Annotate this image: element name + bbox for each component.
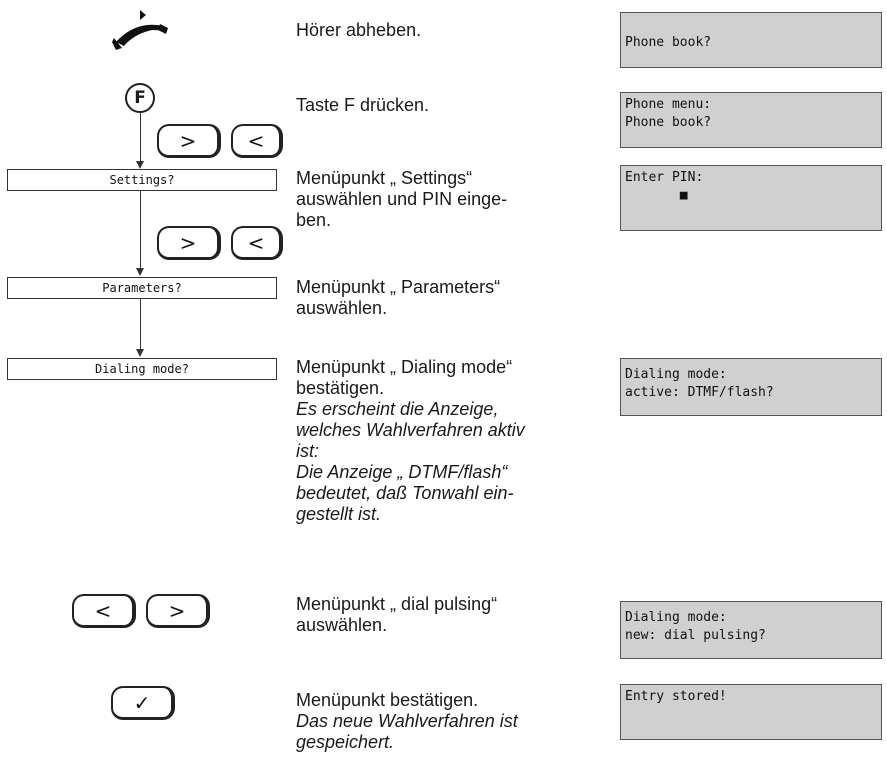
- italic-line: ist:: [296, 441, 320, 461]
- text-line: bestätigen.: [296, 378, 385, 398]
- display-line: active: DTMF/flash?: [625, 385, 774, 400]
- italic-line: gespeichert.: [296, 732, 395, 752]
- display-line: Dialing mode:: [625, 610, 727, 625]
- step-confirm-text: Menüpunkt bestätigen. Das neue Wahlverfa…: [296, 690, 596, 753]
- menu-item-parameters: Parameters?: [7, 277, 277, 299]
- text-line: auswählen und PIN einge-: [296, 189, 508, 209]
- flow-line: [140, 299, 141, 351]
- previous-key[interactable]: <: [72, 594, 136, 628]
- display-line: Entry stored!: [625, 689, 727, 704]
- italic-line: gestellt ist.: [296, 504, 382, 524]
- flow-arrowhead: [136, 161, 144, 169]
- italic-line: welches Wahlverfahren aktiv: [296, 420, 525, 440]
- text-line: ben.: [296, 210, 332, 230]
- italic-line: Es erscheint die Anzeige,: [296, 399, 499, 419]
- display-pulse: Dialing mode: new: dial pulsing?: [620, 601, 882, 659]
- step-pulse-text: Menüpunkt „ dial pulsing“ auswählen.: [296, 594, 596, 636]
- step-press-f-text: Taste F drücken.: [296, 95, 430, 115]
- step-dialing-text: Menüpunkt „ Dialing mode“ bestätigen. Es…: [296, 357, 596, 525]
- f-key[interactable]: F: [125, 83, 155, 113]
- step-parameters-text: Menüpunkt „ Parameters“ auswählen.: [296, 277, 596, 319]
- italic-line: Die Anzeige „ DTMF/flash“: [296, 462, 508, 482]
- step-lift-text: Hörer abheben.: [296, 20, 422, 40]
- display-line: Phone book?: [625, 35, 712, 50]
- display-dialing: Dialing mode: active: DTMF/flash?: [620, 358, 882, 416]
- flow-arrowhead: [136, 268, 144, 276]
- text-line: Menüpunkt „ Dialing mode“: [296, 357, 513, 377]
- previous-key[interactable]: <: [231, 226, 283, 260]
- step-settings-text: Menüpunkt „ Settings“ auswählen und PIN …: [296, 168, 596, 231]
- display-line: Phone menu:: [625, 97, 712, 112]
- display-line: Enter PIN:: [625, 170, 704, 185]
- text-line: auswählen.: [296, 615, 388, 635]
- previous-key[interactable]: <: [231, 124, 283, 158]
- italic-line: Das neue Wahlverfahren ist: [296, 711, 518, 731]
- flow-line: [140, 191, 141, 271]
- display-line: Phone book?: [625, 115, 712, 130]
- confirm-key[interactable]: ✓: [111, 686, 175, 720]
- next-key[interactable]: >: [146, 594, 210, 628]
- display-line: ■: [625, 188, 688, 203]
- display-settings: Enter PIN: ■: [620, 165, 882, 231]
- handset-icon: [112, 10, 168, 50]
- text-line: Menüpunkt „ Settings“: [296, 168, 473, 188]
- display-lift: Phone book?: [620, 12, 882, 68]
- display-line: Dialing mode:: [625, 367, 727, 382]
- menu-item-settings: Settings?: [7, 169, 277, 191]
- menu-item-dialing-mode: Dialing mode?: [7, 358, 277, 380]
- italic-line: bedeutet, daß Tonwahl ein-: [296, 483, 514, 503]
- flow-line: [140, 113, 141, 163]
- text-line: Menüpunkt „ Parameters“: [296, 277, 501, 297]
- display-press-f: Phone menu: Phone book?: [620, 92, 882, 148]
- next-key[interactable]: >: [157, 124, 221, 158]
- display-line: new: dial pulsing?: [625, 628, 766, 643]
- text-line: auswählen.: [296, 298, 388, 318]
- next-key[interactable]: >: [157, 226, 221, 260]
- text-line: Menüpunkt „ dial pulsing“: [296, 594, 498, 614]
- display-confirm: Entry stored!: [620, 684, 882, 740]
- flow-arrowhead: [136, 349, 144, 357]
- text-line: Menüpunkt bestätigen.: [296, 690, 479, 710]
